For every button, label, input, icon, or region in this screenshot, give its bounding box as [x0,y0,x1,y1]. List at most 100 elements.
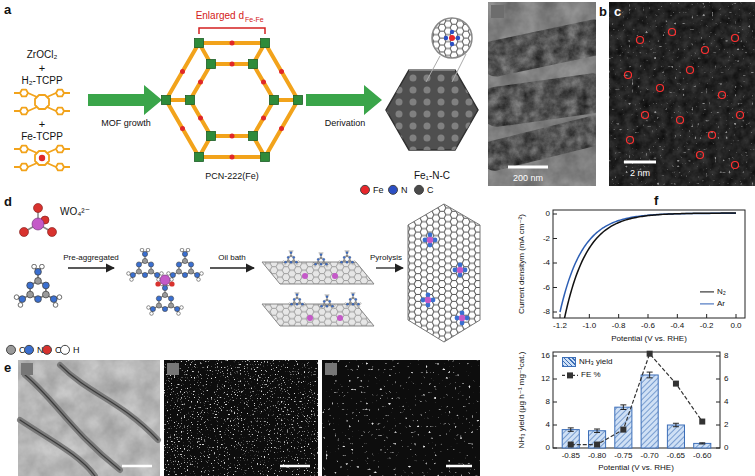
figure-group [180,41,284,160]
legend-text: N₂ [717,287,726,296]
atom-dot [169,281,174,286]
label-holder: Fe-TCPP [21,131,63,143]
tick-mark [553,448,557,449]
legend-item: FE % [562,370,601,379]
microscopy-images [18,360,480,476]
tick-label: 0 [546,443,550,452]
image-region [162,96,171,105]
atom-dot [625,72,632,79]
atom-dot [427,237,433,243]
drawn-shape [20,365,158,476]
legend-item: N [388,185,408,195]
label-holder: ZrOCl₂ [27,49,58,61]
distance-subscript: Fe-Fe [245,16,264,23]
image-region [164,360,318,476]
image-region [325,363,337,375]
image-region [488,2,596,186]
label-holder: -1.0 [582,321,596,330]
image-region [164,360,318,476]
label-holder: Oil bath [218,253,246,262]
tick-mark [553,287,557,288]
label-holder: 0 [546,443,550,452]
legend-item: N₂ [700,287,726,296]
label-holder: -0.8 [612,321,626,330]
atom-dot [432,18,472,58]
label-holder: 200 nm [513,173,543,183]
label-holder: -4 [543,258,550,267]
atom-dot [444,36,448,40]
scale-bar-label: 2 nm [630,168,650,178]
label-holder: Derivation [325,118,366,128]
label-holder: a [4,3,11,18]
image-region [491,5,504,18]
scale-bar [508,166,548,169]
atom-dot [458,273,463,278]
image-region [488,2,596,186]
label-holder: -0.60 [693,451,711,460]
tick-label: -1.0 [582,321,596,330]
tick-label: -0.60 [693,451,711,460]
label-holder: 12 [541,374,550,383]
panel-letter: f [654,193,658,208]
atom-dot [657,85,664,92]
image-region [18,360,160,476]
atom-dot [279,69,284,74]
panel-letter: c [614,4,621,19]
tick-mark [560,314,561,318]
structure-shape [166,43,298,157]
tick-label: -6 [543,283,550,292]
atom-dot [307,315,313,321]
label-holder: 2 [724,420,728,429]
image-region [322,360,480,476]
image-region [270,96,279,105]
atom-dot [425,297,431,303]
tick-label: 8 [546,397,550,406]
plot-frame [553,210,745,318]
tick-mark [618,314,619,318]
step-label: Derivation [325,118,366,128]
molecule-icon [167,248,204,281]
tick-label: -0.65 [667,451,685,460]
stroke-line [446,465,472,468]
atom-dot [453,268,458,273]
atom-dot [732,35,739,42]
error-bar [568,428,574,431]
tem-image [488,2,596,186]
label-holder: WO₄²⁻ [60,206,90,218]
tick-mark [553,312,557,313]
mof-framework [162,28,303,162]
color-swatch [388,185,398,195]
atom-dot [279,126,284,131]
legend-item: O [42,345,62,355]
label-holder: Current densitym (mA cm⁻²) [517,214,526,314]
image-region [699,419,705,425]
yield-bars [562,372,711,448]
layered-sheets [262,250,374,326]
label-holder: 0 [724,443,728,452]
distance-label: Enlarged d [196,10,244,21]
tick-mark [716,425,720,426]
label-holder: f [654,194,658,209]
molecule-icon [283,250,299,265]
tick-mark [716,448,720,449]
image-region [18,360,160,476]
aggregate [127,248,204,315]
label-holder: PCN-222(Fe) [205,171,259,181]
image-region [594,442,600,448]
melamine-molecule [14,264,62,307]
atom-dot [450,42,454,46]
atom-dot [455,316,460,321]
image-region [195,153,204,162]
error-bar [647,372,653,378]
error-bar [620,405,626,410]
label-holder: 0 [546,209,550,218]
tick-mark [553,402,557,403]
color-swatch [42,345,52,355]
synthesis-scheme [14,16,478,170]
atom-dot [459,315,465,321]
atom-dot [230,41,235,46]
lsv-curves [560,213,736,318]
atom-dot [48,228,57,237]
label-holder: Potential (V vs. RHE) [598,463,674,472]
image-region [322,360,480,476]
